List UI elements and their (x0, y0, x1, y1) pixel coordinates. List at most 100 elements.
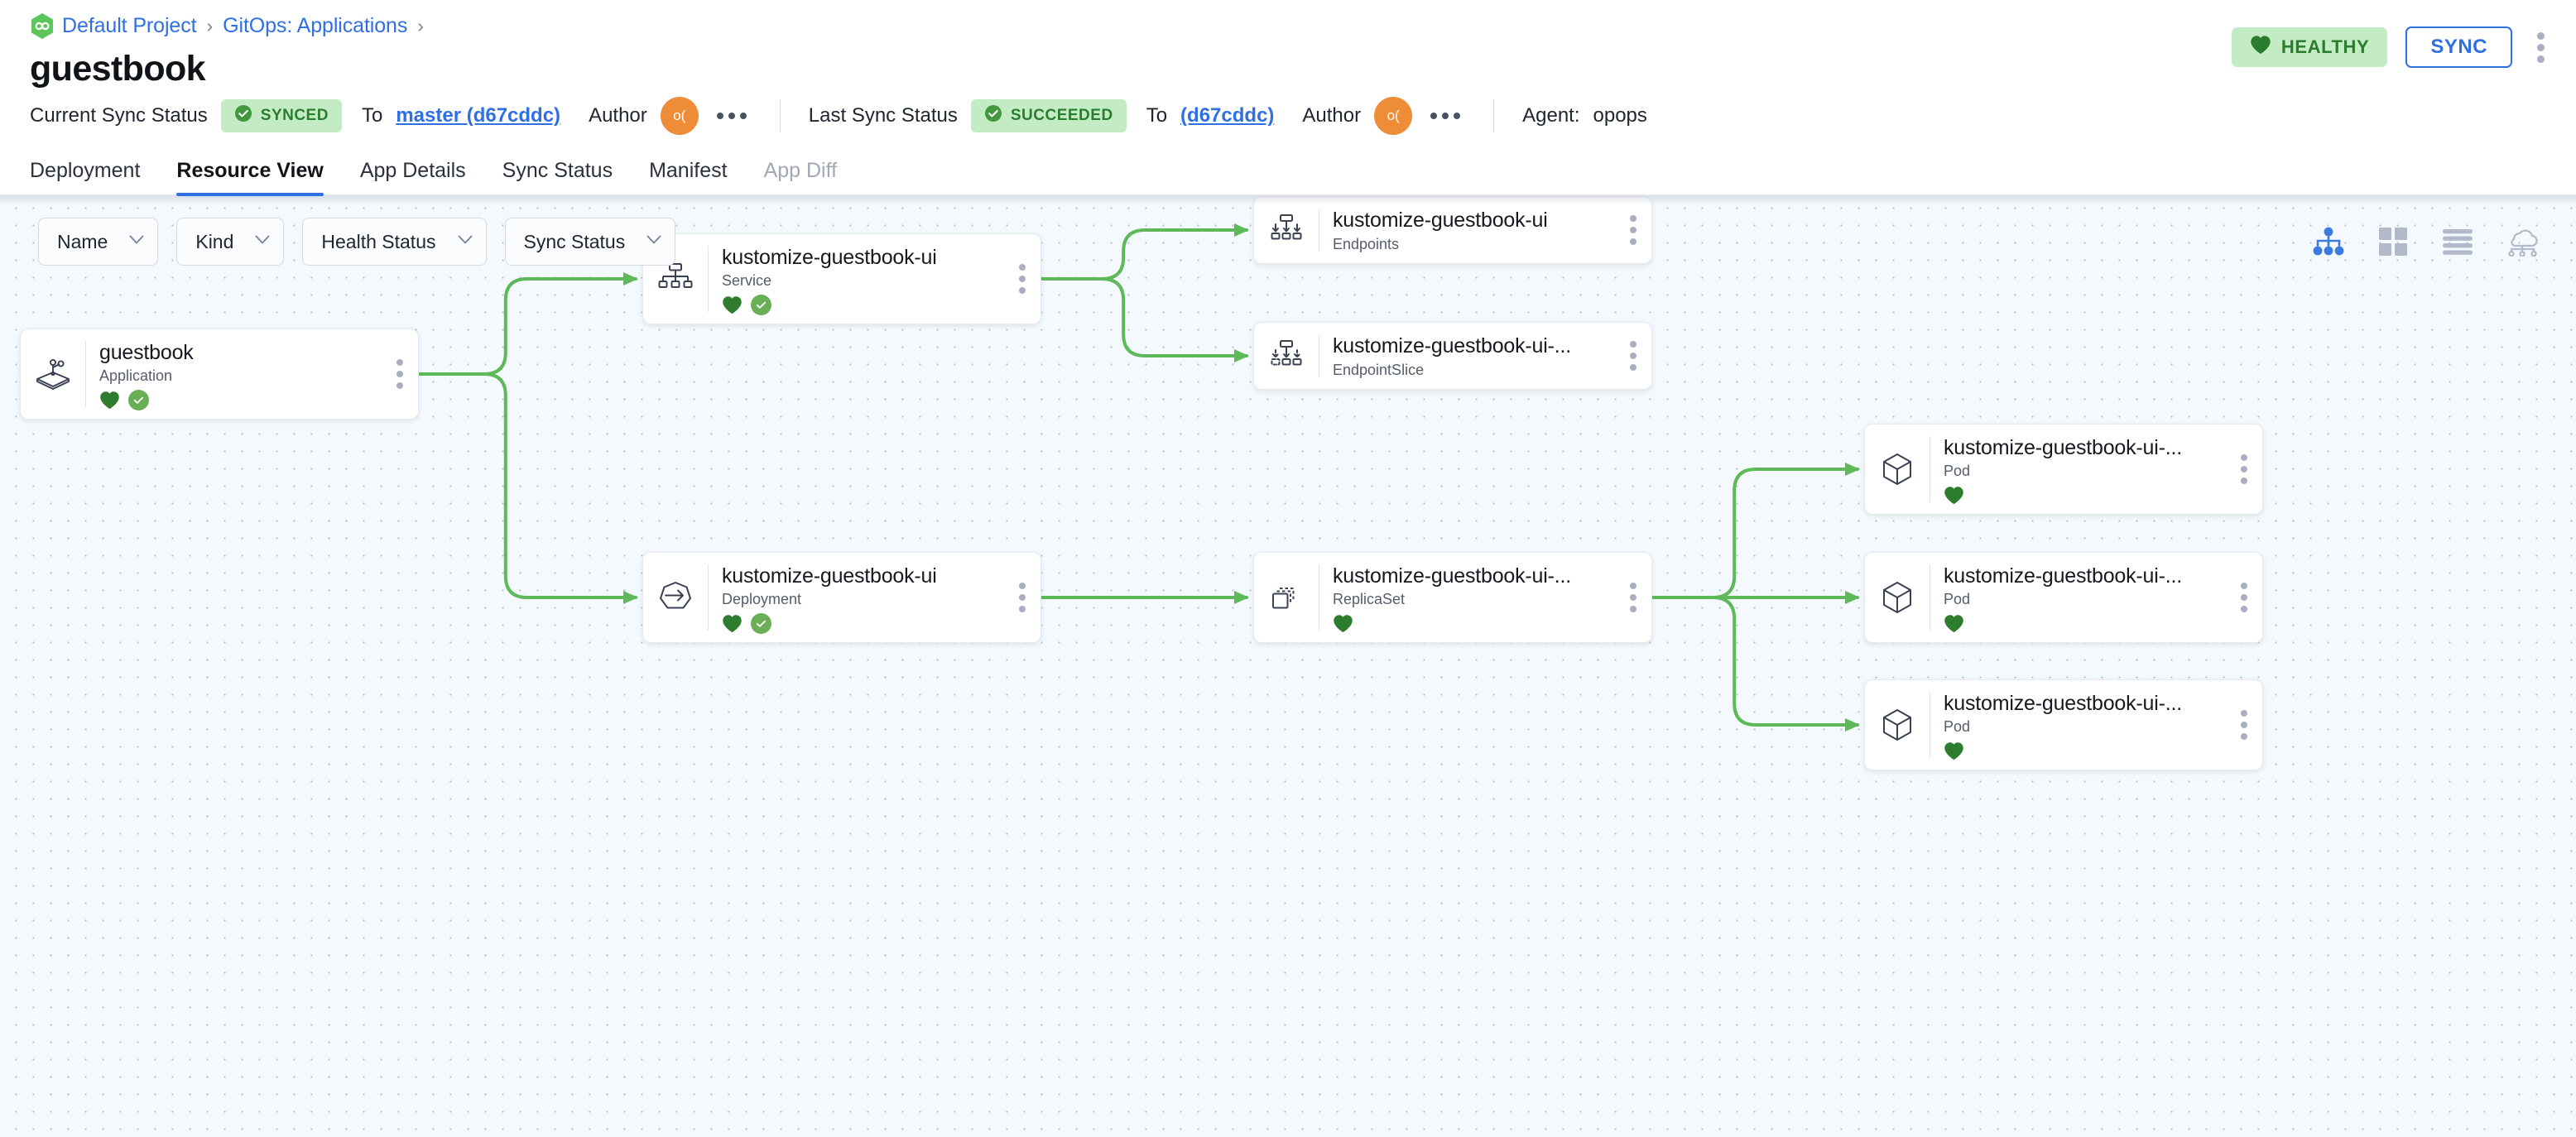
argo-project-icon (30, 12, 55, 40)
tab-sync-status[interactable]: Sync Status (502, 159, 613, 182)
graph-node-replicaset[interactable]: kustomize-guestbook-ui-...ReplicaSet (1253, 552, 1652, 643)
agent-label: Agent: (1522, 104, 1580, 127)
agent-value: opops (1593, 104, 1647, 127)
node-name: kustomize-guestbook-ui (722, 246, 937, 269)
node-kebab-menu-icon[interactable] (2226, 553, 2262, 642)
check-circle-icon (234, 104, 252, 127)
status-badge-label: HEALTHY (2280, 36, 2370, 57)
page-title: guestbook (30, 49, 206, 89)
status-badge-healthy: HEALTHY (2231, 27, 2388, 67)
filter-label: Name (57, 230, 108, 252)
node-name: kustomize-guestbook-ui-... (1944, 692, 2182, 715)
endpointslice-icon (1254, 323, 1319, 389)
node-kebab-menu-icon[interactable] (1004, 553, 1040, 642)
list-view-icon[interactable] (2439, 223, 2477, 261)
node-status-badges (1944, 741, 2226, 761)
node-name: guestbook (99, 341, 194, 364)
node-name: kustomize-guestbook-ui-... (1333, 334, 1571, 357)
check-circle-icon (751, 612, 771, 634)
node-kebab-menu-icon[interactable] (2226, 425, 2262, 514)
tab-resource-view[interactable]: Resource View (158, 159, 341, 196)
check-circle-icon (128, 389, 149, 410)
node-kind: Application (99, 367, 173, 385)
kebab-menu-icon[interactable] (2530, 27, 2551, 68)
service-icon (643, 234, 708, 324)
last-author-label: Author (1302, 104, 1362, 127)
node-kebab-menu-icon[interactable] (1615, 197, 1651, 263)
node-status-badges (1333, 613, 1615, 634)
last-sync-status-badge: SUCCEEDED (970, 99, 1127, 132)
node-kebab-menu-icon[interactable] (2226, 680, 2262, 770)
chevron-down-icon (458, 235, 472, 248)
current-to-label: To (361, 104, 383, 127)
node-status-badges (1944, 485, 2226, 506)
filter-sync-status[interactable]: Sync Status (504, 218, 676, 266)
network-view-icon[interactable] (2503, 223, 2541, 261)
tab-app-diff: App Diff (763, 159, 838, 182)
node-kebab-menu-icon[interactable] (1004, 234, 1040, 324)
heart-icon (723, 296, 742, 314)
node-kebab-menu-icon[interactable] (382, 329, 418, 419)
sync-status-bar: Current Sync Status SYNCED To master (d6… (0, 90, 2576, 142)
node-kind: Service (722, 272, 772, 290)
deployment-icon (643, 553, 708, 642)
sync-button[interactable]: SYNC (2405, 26, 2512, 68)
current-sync-more-icon[interactable] (712, 113, 752, 119)
node-kind: Endpoints (1333, 236, 1400, 252)
breadcrumb-item-gitops-applications[interactable]: GitOps: Applications (223, 13, 408, 37)
check-circle-icon (751, 294, 771, 315)
tab-deployment[interactable]: Deployment (30, 159, 141, 182)
header-actions: HEALTHY SYNC (2231, 26, 2551, 68)
node-status-badges (99, 389, 382, 410)
tab-manifest[interactable]: Manifest (649, 159, 728, 182)
tree-view-icon[interactable] (2309, 223, 2348, 261)
node-kebab-menu-icon[interactable] (1615, 553, 1651, 642)
heart-icon (2250, 35, 2271, 60)
chevron-down-icon (255, 235, 270, 248)
node-kind: Pod (1944, 718, 1971, 736)
graph-node-pod[interactable]: kustomize-guestbook-ui-...Pod (1864, 552, 2263, 643)
chevron-down-icon (129, 235, 144, 248)
filter-health-status[interactable]: Health Status (302, 218, 487, 266)
graph-node-pod[interactable]: kustomize-guestbook-ui-...Pod (1864, 424, 2263, 515)
grid-view-icon[interactable] (2374, 223, 2412, 261)
check-circle-icon (984, 104, 1002, 127)
graph-node-pod[interactable]: kustomize-guestbook-ui-... Pod (1864, 679, 2263, 770)
node-name: kustomize-guestbook-ui (722, 564, 937, 588)
last-sync-status-badge-label: SUCCEEDED (1010, 107, 1113, 124)
node-kind: Deployment (722, 591, 802, 608)
divider (1493, 99, 1495, 132)
tab-app-details[interactable]: App Details (359, 159, 466, 182)
heart-icon (100, 391, 119, 410)
graph-node-endpointslice[interactable]: kustomize-guestbook-ui-...EndpointSlice (1253, 322, 1652, 390)
tab-bar: Deployment Resource View App Details Sync S… (0, 142, 2576, 196)
pod-icon (1865, 680, 1930, 770)
heart-icon (1944, 487, 1963, 505)
current-revision-link[interactable]: master (d67cddc) (396, 104, 561, 127)
breadcrumb-separator: › (206, 14, 214, 36)
avatar: o( (1374, 97, 1413, 135)
filter-kind[interactable]: Kind (176, 218, 285, 266)
current-sync-status-label: Current Sync Status (30, 104, 208, 127)
filter-name[interactable]: Name (38, 218, 159, 266)
node-kind: ReplicaSet (1333, 591, 1406, 608)
node-kind: Pod (1944, 463, 1971, 480)
filter-label: Kind (195, 230, 234, 252)
last-sync-more-icon[interactable] (1425, 113, 1465, 119)
last-revision-link[interactable]: (d67cddc) (1180, 104, 1275, 127)
last-to-label: To (1146, 104, 1168, 127)
node-kebab-menu-icon[interactable] (1615, 323, 1651, 389)
replicaset-icon (1254, 553, 1319, 642)
heart-icon (1944, 615, 1963, 633)
filter-toolbar: Name Kind Health Status Sync Status (38, 218, 676, 266)
resource-graph-canvas[interactable]: Name Kind Health Status Sync Status (0, 196, 2576, 1137)
divider (779, 99, 781, 132)
node-status-badges (1944, 613, 2226, 634)
view-mode-toolbar (2309, 223, 2541, 261)
page-header: Default Project › GitOps: Applications ›… (0, 0, 2576, 90)
breadcrumb-item-default-project[interactable]: Default Project (62, 13, 197, 37)
